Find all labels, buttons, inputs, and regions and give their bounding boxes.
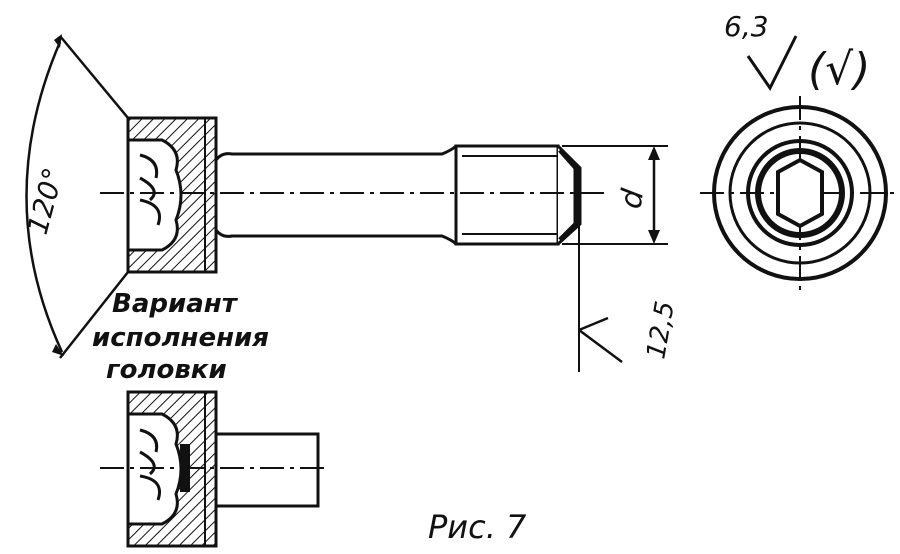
variant-head-view [100,390,330,548]
roughness-rest-label: (√) [808,44,870,95]
roughness-main-label: 6,3 [724,10,769,43]
screw-thread [454,144,582,246]
variant-note-line-3: головки [106,355,227,385]
variant-note: Вариант исполнения головки [92,289,269,385]
screw-head-section [126,116,218,274]
roughness-mark-top: 6,3 (√) [724,10,870,95]
roughness-side-label: 12,5 [641,299,681,361]
roughness-mark-side: 12,5 [578,224,681,372]
screw-side-view [100,116,610,274]
diameter-label: d [613,186,651,212]
screw-shank [214,144,458,246]
variant-note-line-1: Вариант [112,289,239,319]
figure-caption: Рис. 7 [428,508,527,546]
variant-note-line-2: исполнения [92,323,269,353]
screw-end-view [700,96,898,292]
